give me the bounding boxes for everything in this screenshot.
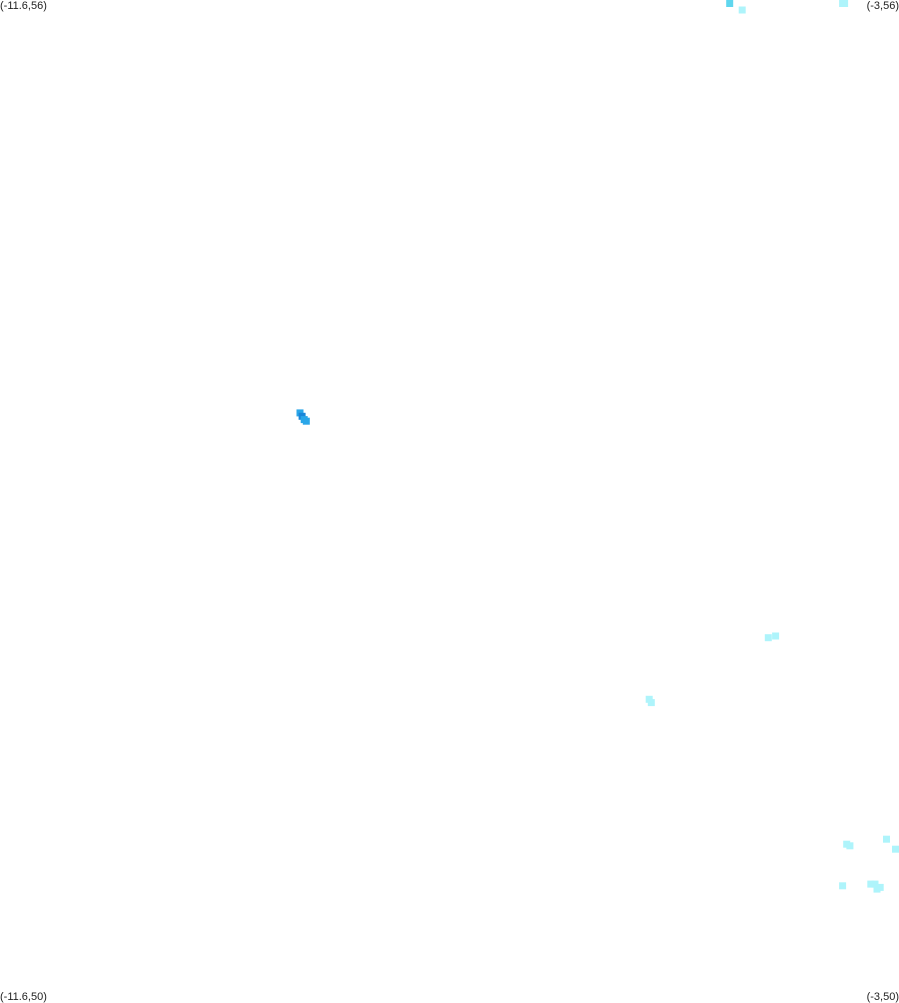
density-cell [871, 880, 879, 888]
density-cell [302, 417, 310, 425]
density-cell [883, 835, 890, 843]
density-cell [839, 882, 847, 890]
corner-label-top-right: (-3,56) [866, 0, 899, 12]
density-cell [846, 842, 854, 850]
density-cell [647, 699, 655, 707]
density-cell [764, 634, 772, 642]
density-cell [738, 6, 746, 14]
density-cell [867, 880, 875, 888]
density-cell [772, 632, 780, 640]
corner-label-top-left: (-11.6,56) [0, 0, 47, 12]
density-cell [892, 845, 899, 853]
corner-label-bottom-left: (-11.6,50) [0, 991, 47, 1003]
density-cell [876, 883, 884, 891]
density-cell [726, 0, 734, 7]
corner-label-bottom-right: (-3,50) [866, 991, 899, 1003]
density-cell [839, 0, 847, 7]
